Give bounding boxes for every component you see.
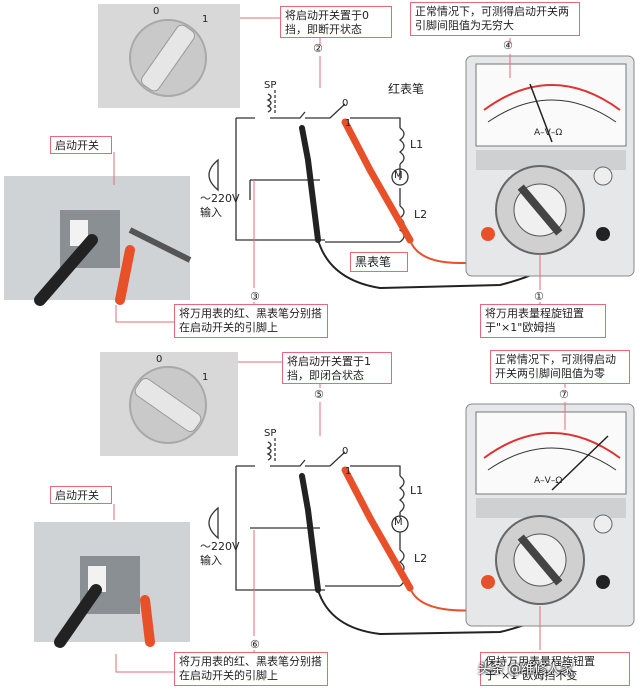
top-leaders	[113, 17, 541, 323]
bottom-knob-mark-0: 0	[156, 354, 163, 365]
bottom-sp-label: SP	[264, 428, 277, 439]
bottom-input-label: ～220V 输入	[200, 540, 240, 567]
bottom-switch-mark-0: 0	[342, 446, 349, 457]
top-meter-scale: A–V–Ω	[534, 128, 563, 138]
top-knob-photo	[98, 4, 240, 108]
step4-marker: ④	[503, 39, 513, 52]
callout-step1: 将万用表量程旋钮置于"×1"欧姆挡	[480, 304, 606, 338]
step1-marker: ①	[534, 290, 544, 303]
top-start-switch-label: 启动开关	[50, 136, 112, 154]
bottom-meter-scale: A–V–Ω	[534, 476, 563, 486]
top-coil-l2: L2	[414, 208, 428, 221]
step6-marker: ⑥	[250, 638, 260, 651]
callout-step2: 将启动开关置于0挡，即断开状态	[280, 6, 392, 38]
bottom-multimeter	[465, 403, 635, 627]
top-switch-photo	[4, 176, 192, 306]
bottom-coil-l1: L1	[410, 484, 424, 497]
callout-hold-range: 保持万用表量程旋钮置于"×1"欧姆挡不变	[480, 652, 630, 686]
callout-step4: 正常情况下，可测得启动开关两引脚间阻值为无穷大	[410, 2, 580, 36]
bottom-start-switch-label: 启动开关	[50, 486, 112, 504]
top-coil-l1: L1	[410, 138, 424, 151]
bottom-switch-photo	[34, 522, 190, 648]
black-probe-label: 黑表笔	[350, 252, 408, 272]
step7-marker: ⑦	[559, 388, 569, 401]
top-knob-mark-1: 1	[202, 14, 209, 25]
callout-step5: 将启动开关置于1挡，即闭合状态	[282, 352, 392, 384]
top-switch-mark-0: 0	[342, 98, 349, 109]
callout-step6: 将万用表的红、黑表笔分别搭在启动开关的引脚上	[174, 652, 328, 686]
bottom-knob-photo	[100, 352, 238, 456]
red-probe-label: 红表笔	[388, 82, 425, 96]
top-knob-mark-0: 0	[153, 6, 160, 17]
step2-marker: ②	[313, 42, 323, 55]
top-sp-label: SP	[264, 80, 277, 91]
top-switch-mark-1: 1	[345, 118, 352, 129]
bottom-leaders	[113, 361, 566, 673]
bottom-knob-mark-1: 1	[202, 372, 209, 383]
step3-marker: ③	[250, 290, 260, 303]
bottom-switch-mark-1: 1	[345, 466, 352, 477]
callout-step3: 将万用表的红、黑表笔分别搭在启动开关的引脚上	[174, 304, 328, 338]
callout-step7: 正常情况下，可测得启动开关两引脚间阻值为零	[490, 350, 630, 384]
bottom-circuit	[208, 438, 409, 591]
top-multimeter	[465, 55, 635, 277]
watermark: 头条 @维修人家	[478, 662, 574, 677]
bottom-motor-label: M	[394, 517, 403, 528]
top-motor-label: M	[394, 170, 403, 181]
top-input-label: ～220V 输入	[200, 192, 240, 219]
bottom-coil-l2: L2	[414, 552, 428, 565]
step5-marker: ⑤	[314, 388, 324, 401]
